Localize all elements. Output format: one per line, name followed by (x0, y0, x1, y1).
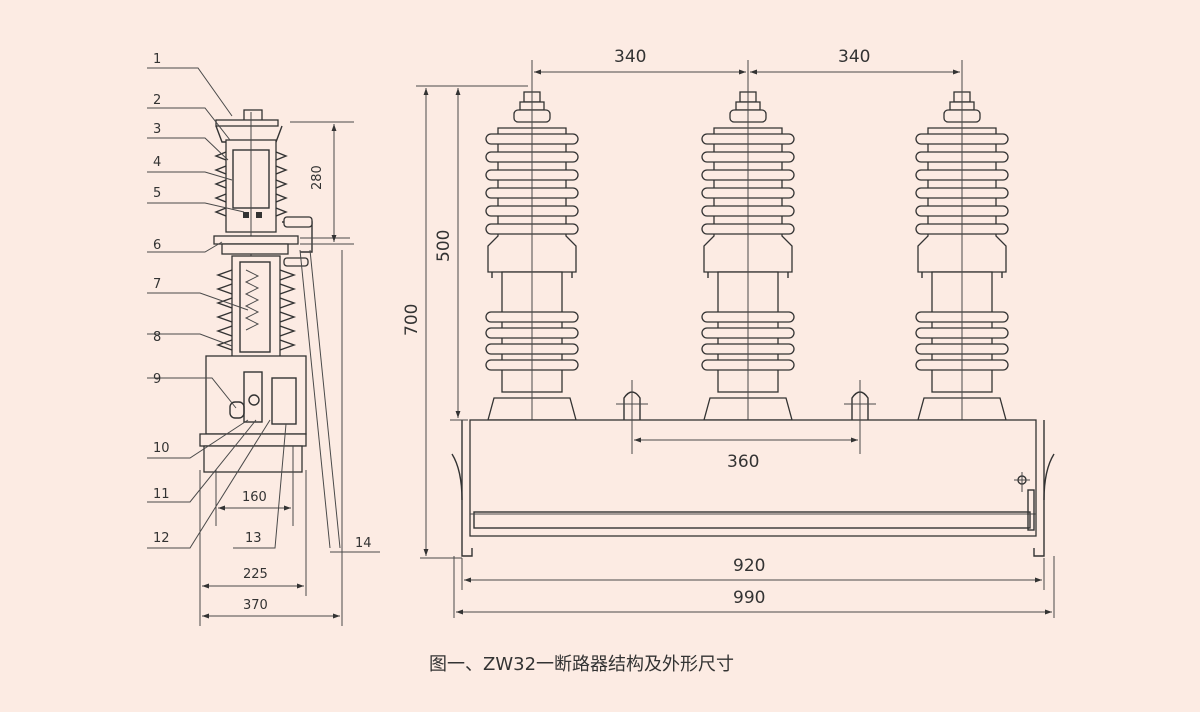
part-number-6: 6 (153, 238, 161, 253)
base-tank (469, 419, 1037, 537)
part-number-11: 11 (153, 487, 170, 502)
part-number-2: 2 (153, 93, 161, 108)
dim-500: 500 (434, 230, 454, 262)
part-number-1: 1 (153, 52, 161, 67)
front-view: 360 340 340 500 700 920 990 (402, 47, 1055, 618)
part-number-4: 4 (153, 155, 161, 170)
dim-700: 700 (402, 304, 422, 336)
part-number-12: 12 (153, 531, 170, 546)
part-number-9: 9 (153, 372, 161, 387)
pole (485, 60, 579, 430)
dim-990: 990 (733, 588, 765, 608)
dim-225: 225 (243, 567, 268, 582)
part-number-8: 8 (153, 330, 161, 345)
dim-pitch-right: 340 (838, 47, 870, 67)
dim-280: 280 (310, 165, 325, 190)
part-number-3: 3 (153, 122, 161, 137)
part-number-5: 5 (153, 186, 161, 201)
dim-920: 920 (733, 556, 765, 576)
pole (915, 60, 1009, 430)
part-number-14: 14 (355, 536, 372, 551)
part-number-13: 13 (245, 531, 262, 546)
dim-360: 360 (727, 452, 759, 472)
side-view: 1 2 3 4 5 6 7 8 9 10 11 12 13 14 280 160… (147, 52, 380, 626)
dim-370: 370 (243, 598, 268, 613)
pole (701, 60, 795, 430)
part-number-7: 7 (153, 277, 161, 292)
part-number-10: 10 (153, 441, 170, 456)
dim-pitch-left: 340 (614, 47, 646, 67)
figure-caption: 图一、ZW32一断路器结构及外形尺寸 (429, 654, 734, 675)
dim-160: 160 (242, 490, 267, 505)
